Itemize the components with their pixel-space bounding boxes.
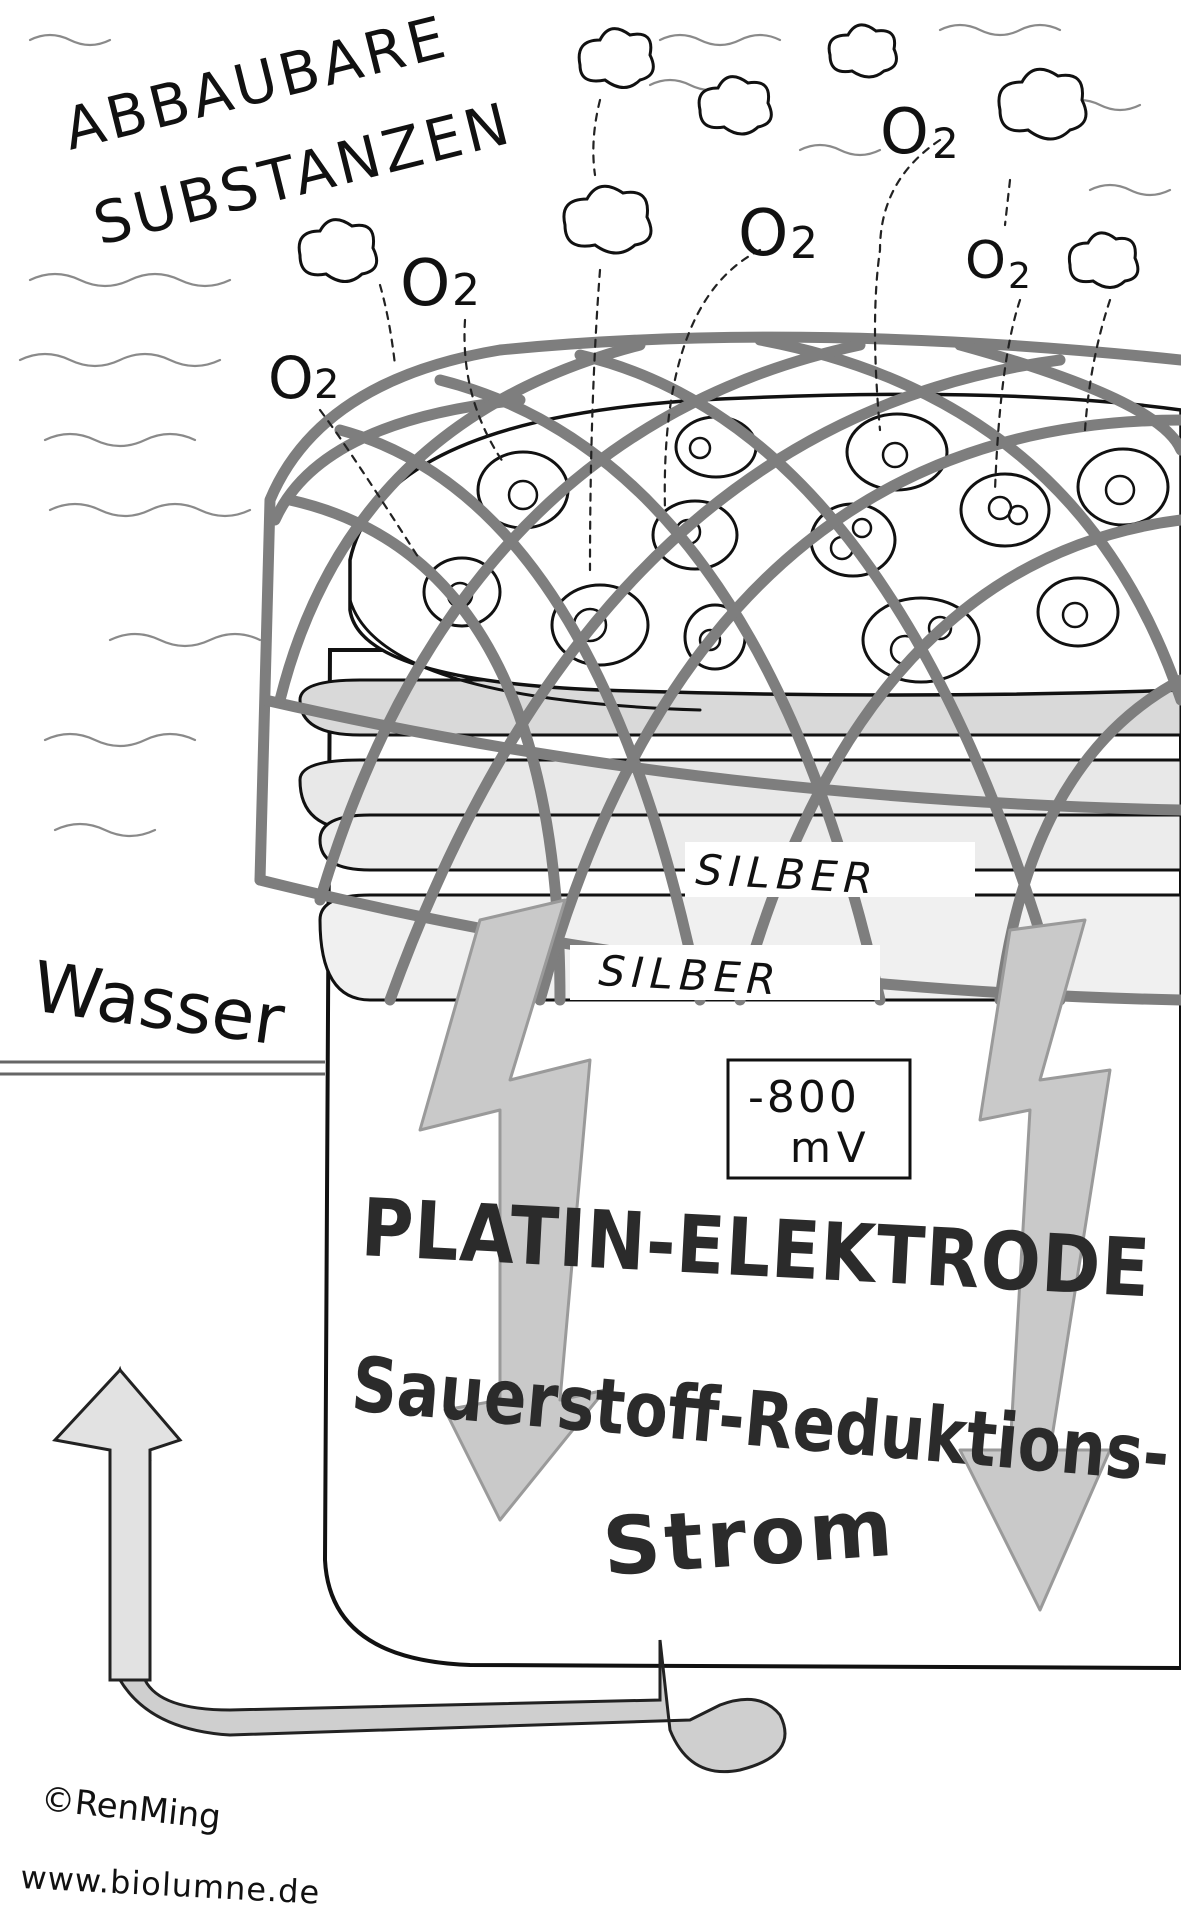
svg-text:O: O <box>738 197 788 271</box>
o2-label-1: O 2 <box>268 344 339 412</box>
oxygen-labels: O 2 O 2 O 2 O 2 O 2 <box>268 95 1031 412</box>
voltage-display <box>726 1058 912 1180</box>
return-arrow <box>52 1365 787 1774</box>
substance-clouds <box>297 23 1140 289</box>
title-label: ABBAUBARE SUBSTANZEN <box>57 2 519 258</box>
o2-label-3: O 2 <box>738 197 818 271</box>
silber-label-upper: SILBER <box>694 845 879 904</box>
svg-text:O: O <box>268 344 314 412</box>
o2-label-2: O 2 <box>400 247 480 321</box>
svg-text:O: O <box>400 247 450 321</box>
svg-text:2: 2 <box>452 265 480 316</box>
svg-text:O: O <box>965 231 1006 291</box>
svg-text:2: 2 <box>790 218 818 269</box>
website-label: www.biolumne.de <box>20 1858 322 1912</box>
water-waves <box>18 23 1172 838</box>
diffusion-arrows <box>318 98 1112 572</box>
svg-text:2: 2 <box>932 119 959 168</box>
water-line <box>0 1060 325 1076</box>
svg-text:2: 2 <box>1008 256 1031 297</box>
reduction-current-label-line-2: Strom <box>600 1481 899 1594</box>
silber-ring-upper <box>685 842 975 897</box>
copyright-label: ©RenMing <box>39 1779 223 1838</box>
silber-ring-lower <box>570 945 880 1000</box>
o2-label-5: O 2 <box>965 231 1031 297</box>
current-arrows <box>418 898 1112 1612</box>
cage-net <box>254 331 1181 1006</box>
bacteria-cells <box>422 412 1170 684</box>
voltage-unit: mV <box>790 1123 872 1172</box>
voltage-value: -800 <box>748 1072 860 1123</box>
svg-text:2: 2 <box>314 362 339 408</box>
svg-text:O: O <box>880 95 929 168</box>
silber-label-lower: SILBER <box>597 946 782 1005</box>
wasser-label: Wasser <box>28 946 290 1062</box>
o2-label-4: O 2 <box>880 95 959 168</box>
